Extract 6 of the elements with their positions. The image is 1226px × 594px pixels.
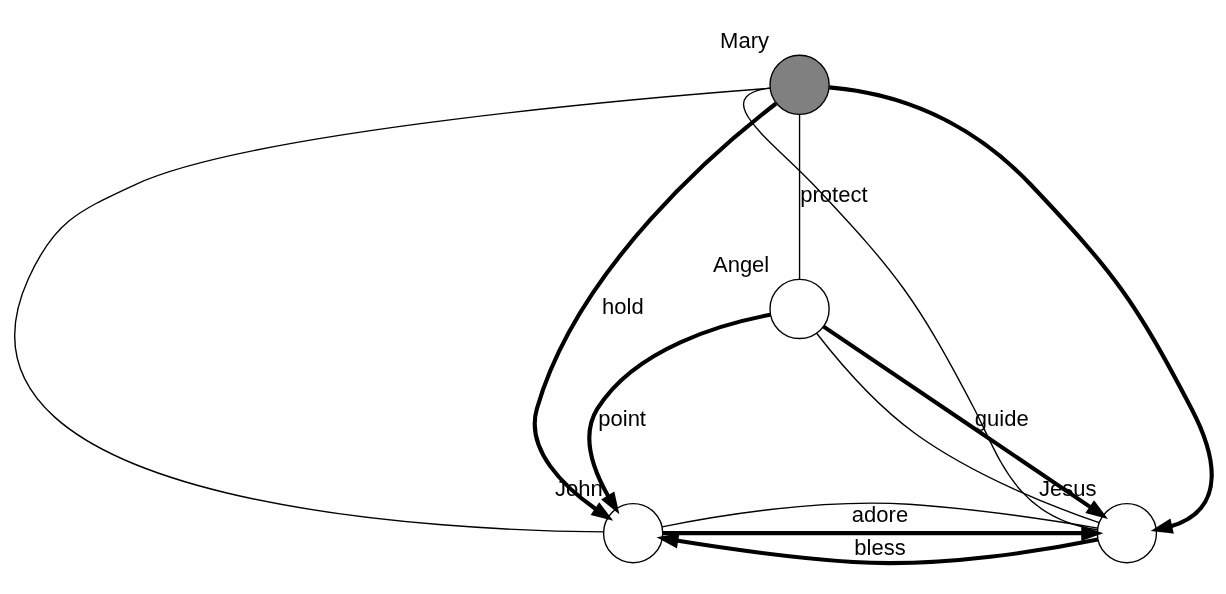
edge-label: bless bbox=[854, 534, 906, 560]
edge-label: point bbox=[598, 406, 647, 432]
node-label: Mary bbox=[720, 28, 769, 54]
edge-label: adore bbox=[851, 501, 909, 527]
edge-label: hold bbox=[602, 294, 644, 320]
node-label: Angel bbox=[712, 252, 770, 278]
